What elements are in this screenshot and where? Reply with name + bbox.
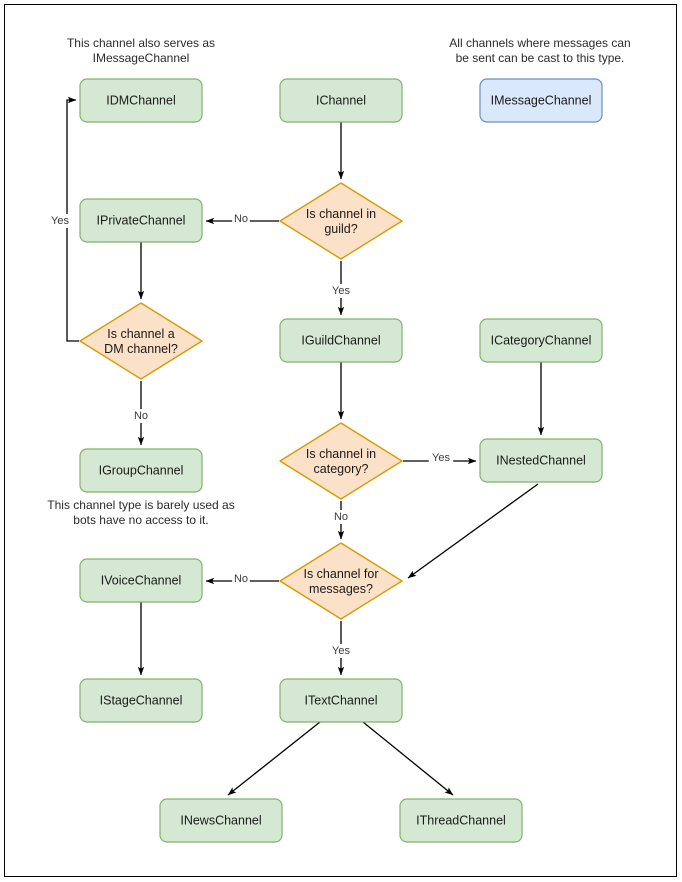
node-ithreadchannel[interactable]: IThreadChannel bbox=[399, 798, 523, 843]
edge-label-backdrop bbox=[47, 214, 73, 228]
edge-nested-to-messages-q bbox=[407, 483, 539, 579]
edge-label-category-q-yes-to-nested: Yes bbox=[432, 452, 450, 464]
node-idmchannel[interactable]: IDMChannel bbox=[79, 78, 203, 123]
node-shape-box[interactable] bbox=[479, 318, 603, 363]
node-itextchannel[interactable]: ITextChannel bbox=[279, 678, 403, 723]
edge-label-backdrop bbox=[132, 409, 150, 423]
node-shape-box[interactable] bbox=[479, 78, 603, 123]
node-shape-diamond[interactable] bbox=[279, 182, 403, 260]
node-label: IStageChannel bbox=[100, 693, 183, 707]
node-shape-box[interactable] bbox=[79, 558, 203, 603]
node-label: INewsChannel bbox=[180, 813, 261, 827]
node-label: IMessageChannel bbox=[491, 93, 592, 107]
node-shape-box[interactable] bbox=[279, 318, 403, 363]
edge-text-to-news bbox=[227, 721, 321, 796]
node-inewschannel[interactable]: INewsChannel bbox=[159, 798, 283, 843]
node-label: IDMChannel bbox=[106, 93, 175, 107]
node-label: ITextChannel bbox=[305, 693, 378, 707]
node-shape-box[interactable] bbox=[79, 198, 203, 243]
edge-category-q-no-to-messages-q: No bbox=[332, 501, 350, 540]
node-shape-diamond[interactable] bbox=[79, 302, 203, 380]
edge-messages-q-no-to-voice: No bbox=[205, 572, 279, 586]
node-label: IThreadChannel bbox=[416, 813, 506, 827]
edge-label-messages-q-yes-to-text: Yes bbox=[332, 645, 350, 657]
node-shape-box[interactable] bbox=[159, 798, 283, 843]
edge-label-backdrop bbox=[428, 451, 454, 465]
node-shape-box[interactable] bbox=[479, 438, 603, 483]
node-shape-diamond[interactable] bbox=[279, 542, 403, 620]
edge-label-category-q-no-to-messages-q: No bbox=[334, 511, 348, 523]
node-shape-box[interactable] bbox=[79, 78, 203, 123]
edge-label-backdrop bbox=[232, 212, 250, 226]
edge-dm-q-yes-to-dmchannel: Yes bbox=[47, 96, 79, 342]
node-label: IPrivateChannel bbox=[97, 213, 186, 227]
edge-guild-q-no-to-private: No bbox=[205, 212, 279, 226]
edge-dm-q-no-to-group: No bbox=[132, 381, 150, 446]
edge-label-guild-q-no-to-private: No bbox=[234, 213, 248, 225]
node-label: IChannel bbox=[316, 93, 366, 107]
edge-line bbox=[362, 721, 454, 796]
edge-category-q-yes-to-nested: Yes bbox=[403, 451, 477, 465]
edge-label-guild-q-yes-to-guildchannel: Yes bbox=[332, 285, 350, 297]
node-shape-box[interactable] bbox=[79, 448, 203, 493]
node-ivoicechannel[interactable]: IVoiceChannel bbox=[79, 558, 203, 603]
node-iguildchannel[interactable]: IGuildChannel bbox=[279, 318, 403, 363]
edge-label-backdrop bbox=[328, 284, 354, 298]
nodes-layer: IDMChannel IChannel IMessageChannelIPrivat… bbox=[79, 78, 603, 843]
edge-label-backdrop bbox=[332, 510, 350, 524]
node-shape-diamond[interactable] bbox=[279, 422, 403, 500]
node-shape-box[interactable] bbox=[79, 678, 203, 723]
edge-line bbox=[407, 483, 539, 579]
node-iprivatechannel[interactable]: IPrivateChannel bbox=[79, 198, 203, 243]
node-label: IGroupChannel bbox=[99, 463, 184, 477]
node-label: ICategoryChannel bbox=[491, 333, 592, 347]
edge-messages-q-yes-to-text: Yes bbox=[328, 621, 354, 676]
node-ichannel[interactable]: IChannel bbox=[279, 78, 403, 123]
node-label: INestedChannel bbox=[496, 453, 586, 467]
edge-line bbox=[227, 721, 321, 796]
node-igroupchannel[interactable]: IGroupChannel bbox=[79, 448, 203, 493]
edge-label-backdrop bbox=[328, 644, 354, 658]
node-icategorychannel[interactable]: ICategoryChannel bbox=[479, 318, 603, 363]
node-inestedchannel[interactable]: INestedChannel bbox=[479, 438, 603, 483]
edge-label-dm-q-yes-to-dmchannel: Yes bbox=[51, 215, 69, 227]
node-label: IVoiceChannel bbox=[101, 573, 182, 587]
edge-label-backdrop bbox=[232, 572, 250, 586]
node-shape-box[interactable] bbox=[279, 78, 403, 123]
node-istagechannel[interactable]: IStageChannel bbox=[79, 678, 203, 723]
edge-label-messages-q-no-to-voice: No bbox=[234, 573, 248, 585]
edge-label-dm-q-no-to-group: No bbox=[134, 410, 148, 422]
node-label: IGuildChannel bbox=[301, 333, 380, 347]
node-imessagechannel[interactable]: IMessageChannel bbox=[479, 78, 603, 123]
node-shape-box[interactable] bbox=[279, 678, 403, 723]
edge-text-to-thread bbox=[362, 721, 454, 796]
node-shape-box[interactable] bbox=[399, 798, 523, 843]
edge-guild-q-yes-to-guildchannel: Yes bbox=[328, 261, 354, 316]
